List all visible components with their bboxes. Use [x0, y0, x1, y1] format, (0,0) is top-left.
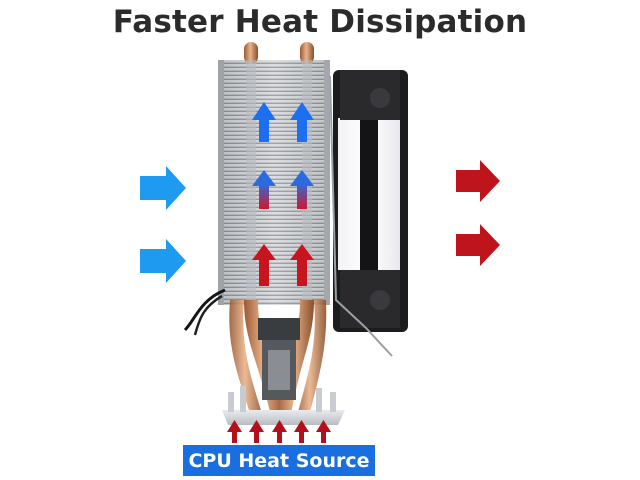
heat-flow-arrows [252, 102, 314, 286]
fan-cable-2 [193, 294, 223, 336]
cpu-heat-arrow [316, 420, 331, 443]
arrow-up-red-left [252, 244, 276, 286]
fan [333, 70, 408, 332]
fan-cable [183, 288, 226, 332]
cool-air-arrows [140, 166, 186, 283]
arrow-up-blue-right [290, 102, 314, 142]
page-title: Faster Heat Dissipation [112, 4, 528, 40]
cpu-heat-arrow [227, 420, 242, 443]
arrow-up-mixed-right [290, 170, 314, 209]
arrow-up-red-right [290, 244, 314, 286]
cool-air-arrow-bottom [140, 239, 186, 283]
heatsink-fins [218, 60, 330, 305]
hot-air-arrow-bottom [456, 224, 500, 266]
cpu-heat-arrow [249, 420, 264, 443]
arrow-up-mixed-left [252, 170, 276, 209]
cpu-heat-arrow [294, 420, 309, 443]
cpu-heat-arrow [272, 420, 287, 443]
mounting-clip [329, 75, 393, 357]
arrow-up-blue-left [252, 102, 276, 142]
cpu-heat-arrows [227, 420, 331, 443]
base-plate [222, 386, 345, 425]
mounting-bracket [258, 318, 300, 400]
hot-air-arrows [456, 160, 500, 266]
cool-air-arrow-top [140, 166, 186, 210]
hot-air-arrow-top [456, 160, 500, 202]
cpu-heat-source-label: CPU Heat Source [183, 445, 375, 476]
